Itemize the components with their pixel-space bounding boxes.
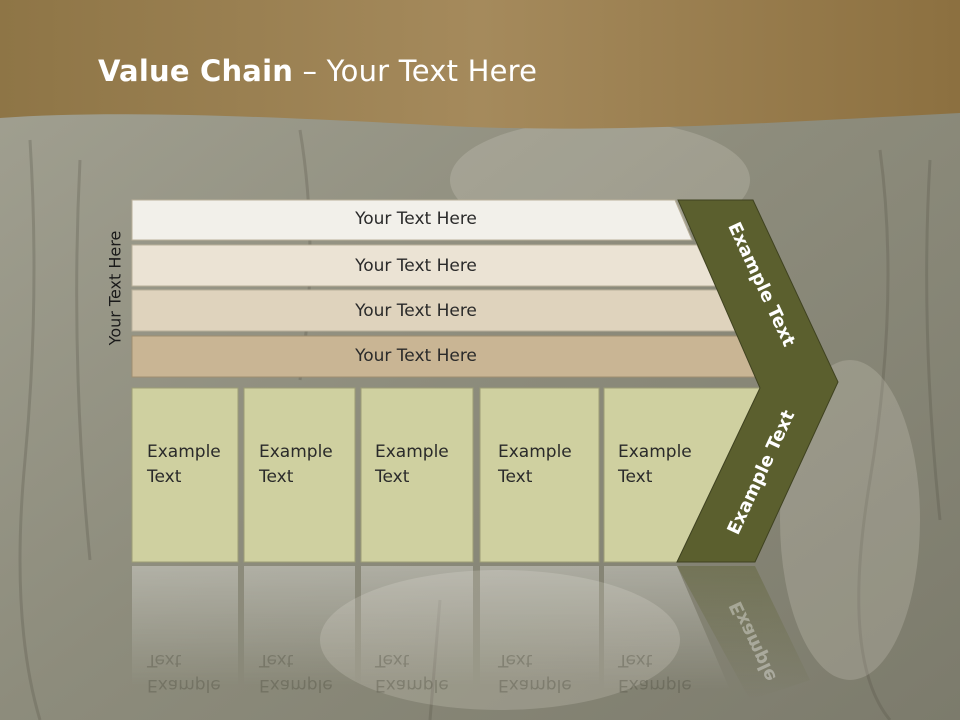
svg-text:Text: Text xyxy=(617,650,653,670)
primary-cell-2-line2: Text xyxy=(259,467,294,487)
primary-cell-5-text: Example Text xyxy=(618,440,692,490)
primary-cell-3-text: Example Text xyxy=(375,440,449,490)
primary-cell-2-text: Example Text xyxy=(259,440,333,490)
header-band xyxy=(0,0,960,129)
margin-chevron xyxy=(676,199,839,563)
primary-cell-4-line1: Example xyxy=(498,442,572,462)
svg-text:Example: Example xyxy=(618,675,692,695)
primary-cell-4-line2: Text xyxy=(498,467,533,487)
primary-cell-3 xyxy=(360,387,474,563)
support-bar-1 xyxy=(131,199,693,241)
primary-cell-1 xyxy=(131,387,239,563)
support-bar-3-label: Your Text Here xyxy=(355,301,477,321)
primary-cell-2 xyxy=(243,387,356,563)
primary-cell-5-line1: Example xyxy=(618,442,692,462)
primary-cell-1-text: Example Text xyxy=(147,440,221,490)
svg-text:Text: Text xyxy=(497,650,533,670)
primary-cell-4-text: Example Text xyxy=(498,440,572,490)
support-bar-1-label: Your Text Here xyxy=(355,209,477,229)
primary-cell-3-line1: Example xyxy=(375,442,449,462)
support-activities-label: Your Text Here xyxy=(105,230,125,346)
svg-text:Text: Text xyxy=(258,650,294,670)
title-bold: Value Chain xyxy=(98,54,294,88)
support-bar-4-label: Your Text Here xyxy=(355,346,477,366)
primary-cell-4 xyxy=(479,387,600,563)
slide-title: Value Chain – Your Text Here xyxy=(98,54,537,88)
primary-cell-2-line1: Example xyxy=(259,442,333,462)
primary-cell-5-line2: Text xyxy=(618,467,653,487)
reflection xyxy=(132,566,810,700)
svg-text:Text: Text xyxy=(374,650,410,670)
title-rest: – Your Text Here xyxy=(293,54,538,88)
support-bar-2-label: Your Text Here xyxy=(355,256,477,276)
primary-cell-1-line1: Example xyxy=(147,442,221,462)
svg-text:Example: Example xyxy=(498,675,572,695)
svg-text:Example: Example xyxy=(259,675,333,695)
primary-cell-3-line2: Text xyxy=(375,467,410,487)
svg-text:Example: Example xyxy=(147,675,221,695)
svg-text:Text: Text xyxy=(146,650,182,670)
svg-text:Example: Example xyxy=(375,675,449,695)
primary-cell-1-line2: Text xyxy=(147,467,182,487)
